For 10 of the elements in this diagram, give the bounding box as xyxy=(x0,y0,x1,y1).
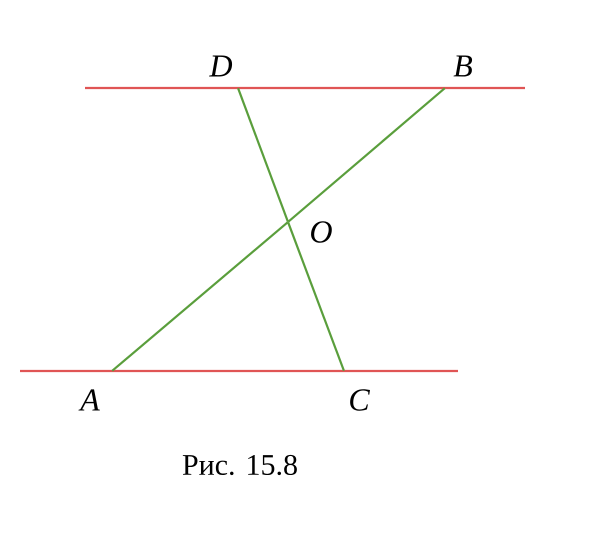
line-segment xyxy=(287,222,345,372)
line-segment xyxy=(111,221,289,372)
figure-caption: Рис. 15.8 xyxy=(182,454,297,476)
point-label: C xyxy=(350,389,370,411)
point-label: B xyxy=(454,55,472,77)
point-label: A xyxy=(78,389,100,411)
line-segment xyxy=(288,87,446,223)
point-label: D xyxy=(209,55,232,76)
line-segment xyxy=(237,88,289,222)
point-label: O xyxy=(311,221,332,243)
